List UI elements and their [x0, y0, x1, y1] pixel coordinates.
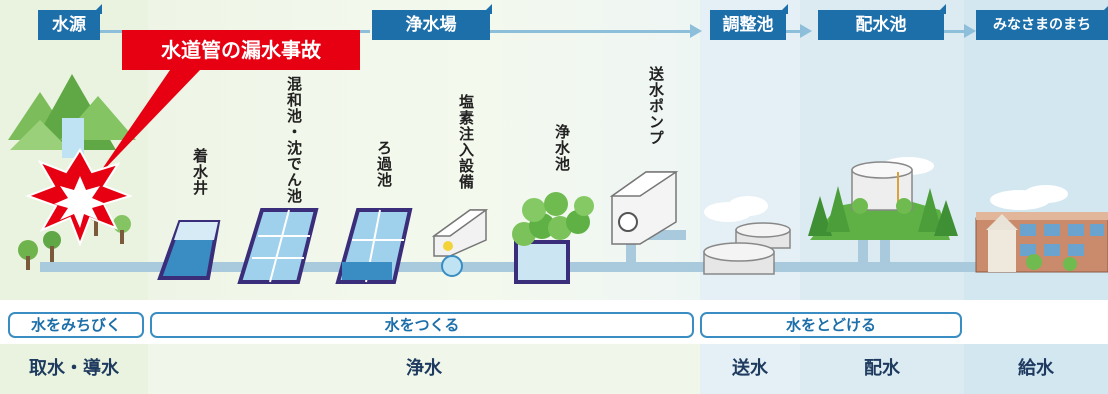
town-buildings [975, 212, 1108, 273]
distribution-reservoir [808, 161, 958, 240]
clear-water-pond [512, 192, 594, 284]
process-transmit: 送水 [700, 344, 800, 394]
transmission-pump-building [609, 171, 679, 245]
process-supply: 給水 [964, 344, 1108, 394]
stage-label-distribution: 配水池 [818, 4, 946, 40]
flow-arrow-line [944, 30, 966, 33]
flow-arrow-head [964, 24, 976, 38]
facility-label-mixing-settling: 混和池・沈でん池 [285, 76, 303, 204]
bracket-lead-water: 水をみちびく [8, 312, 144, 338]
facility-label-filtration: ろ過池 [375, 140, 393, 188]
process-purify: 浄水 [148, 344, 700, 394]
facility-label-receiving-well: 着水井 [191, 148, 209, 196]
pump-motor-icon [618, 212, 638, 232]
stage-label-source: 水源 [38, 4, 102, 40]
water-system-illustration [8, 70, 1108, 284]
filtration-pond-tank [335, 208, 413, 284]
callout-pointer [96, 70, 200, 178]
flow-arrow-head [690, 24, 702, 38]
bracket-deliver-water: 水をとどける [700, 312, 962, 338]
flow-arrow-line [490, 30, 690, 33]
process-distribute: 配水 [800, 344, 964, 394]
chlorine-injector [431, 209, 489, 277]
adjustment-pond-tanks [703, 222, 791, 275]
pipe-riser [858, 240, 868, 270]
pipe-riser [880, 240, 890, 270]
pump-fan-icon [441, 255, 463, 277]
process-intake: 取水・導水 [0, 344, 148, 394]
mountains [8, 74, 136, 158]
flow-arrow-head [800, 24, 812, 38]
pipe-riser [626, 230, 636, 270]
stage-label-adjustment: 調整池 [710, 4, 788, 40]
facility-label-pump: 送水ポンプ [647, 66, 665, 146]
water-pipe [40, 262, 1108, 272]
stage-label-town: みなさまのまち [976, 4, 1108, 40]
facility-label-chlorine: 塩素注入設備 [457, 94, 475, 190]
receiving-well-tank [157, 220, 221, 280]
stage-label-purification: 浄水場 [372, 4, 492, 40]
settling-pond-tank [237, 208, 319, 284]
leak-accident-callout: 水道管の漏水事故 [122, 30, 360, 70]
flow-arrow-line [786, 30, 802, 33]
pipe-segment [636, 230, 686, 240]
bracket-make-water: 水をつくる [150, 312, 694, 338]
facility-label-clear-water: 浄水池 [553, 124, 571, 172]
